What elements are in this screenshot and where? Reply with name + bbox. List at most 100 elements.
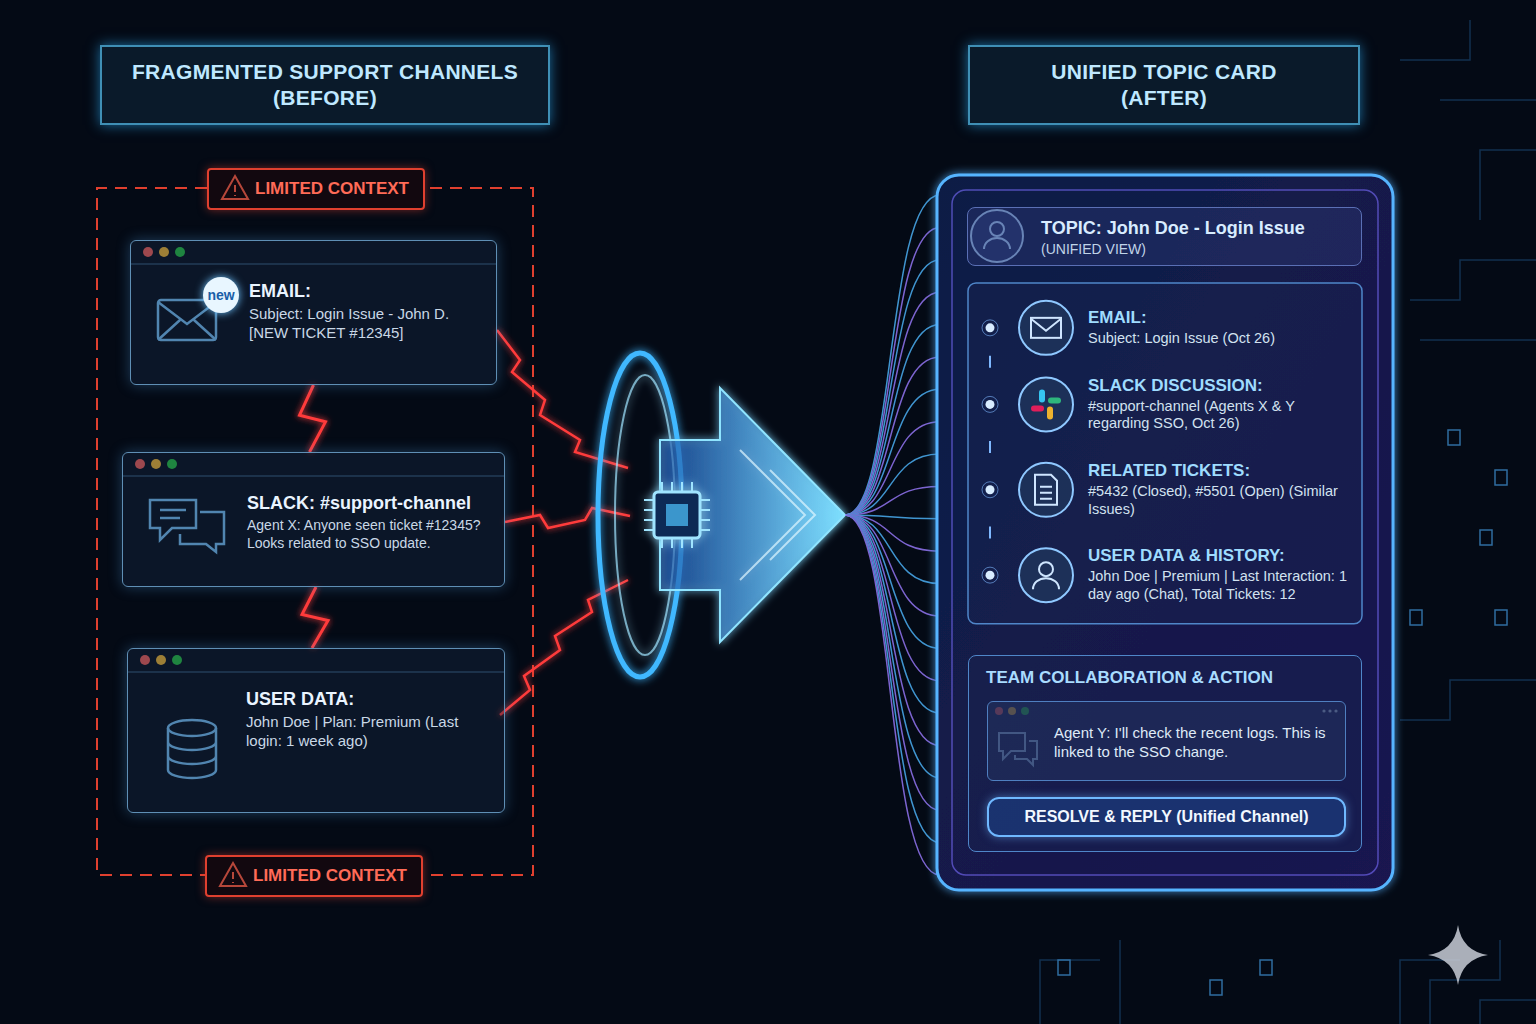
- item-icon: [1019, 377, 1073, 431]
- content-panel: [968, 283, 1362, 624]
- heading-text: USER DATA & HISTORY:: [1088, 546, 1354, 566]
- item-glyph: [1035, 475, 1057, 505]
- processor-chip: [654, 492, 700, 538]
- channel-card: SLACK: #support-channelAgent X: Anyone s…: [122, 452, 505, 587]
- heading-text: UNIFIED TOPIC CARD (AFTER): [1025, 59, 1303, 110]
- heading-text: Agent Y: I'll check the recent logs. Thi…: [1054, 724, 1335, 762]
- topic-header: TOPIC: John Doe - Login Issue (UNIFIED VI…: [967, 207, 1362, 266]
- broken-links: [497, 330, 630, 715]
- timeline-dot: [982, 320, 998, 336]
- chat-message: Agent Y: I'll check the recent logs. Thi…: [987, 701, 1346, 781]
- broken-link: [302, 587, 328, 648]
- body-text: John Doe | Plan: Premium (Last login: 1 …: [246, 713, 494, 751]
- body-text: #support-channel (Agents X & Y regarding…: [1088, 398, 1354, 433]
- broken-links: [500, 580, 628, 715]
- fiber: [845, 454, 940, 515]
- fiber: [845, 422, 940, 515]
- timeline-rail: [989, 526, 991, 538]
- data-fibers: [845, 195, 940, 875]
- fiber: [845, 389, 940, 515]
- timeline-rail: [989, 441, 991, 453]
- body-text: John Doe | Premium | Last Interaction: 1…: [1088, 568, 1354, 603]
- body-text: Subject: Login Issue - John D. [NEW TICK…: [249, 305, 486, 343]
- unified-card-frame: [937, 175, 1393, 890]
- body-text: #5432 (Closed), #5501 (Open) (Similar Is…: [1088, 483, 1354, 518]
- action-button: RESOLVE & REPLY (Unified Channel): [987, 797, 1346, 837]
- timeline-dot: [986, 400, 995, 409]
- fiber: [845, 292, 940, 515]
- item-glyph: [1039, 562, 1053, 576]
- broken-link: [300, 385, 326, 452]
- item-glyph: [1035, 475, 1057, 505]
- item-glyph: [1031, 319, 1061, 331]
- item-glyph: [1031, 389, 1061, 419]
- item-glyph: [1047, 406, 1053, 419]
- processor-chip: [644, 482, 710, 548]
- heading-text: LIMITED CONTEXT: [253, 866, 407, 886]
- heading-text: TOPIC: John Doe - Login Issue: [1041, 218, 1351, 239]
- fiber: [845, 486, 940, 515]
- item-glyph: [1033, 562, 1059, 589]
- fiber: [845, 515, 940, 843]
- item-glyph: [1039, 389, 1045, 402]
- portal: [598, 353, 845, 677]
- timeline-item: RELATED TICKETS:#5432 (Closed), #5501 (O…: [978, 453, 1362, 526]
- doc-glyphs: [1495, 470, 1507, 485]
- broken-links: [505, 508, 630, 528]
- doc-glyphs: [1210, 980, 1222, 995]
- processor-chip: [666, 504, 688, 526]
- heading-text: EMAIL:: [249, 281, 486, 302]
- item-glyph: [1048, 397, 1061, 403]
- body-text: Agent X: Anyone seen ticket #12345? Look…: [247, 517, 494, 552]
- body-text: Subject: Login Issue (Oct 26): [1088, 330, 1354, 348]
- warning-tag: LIMITED CONTEXT: [205, 855, 423, 897]
- warning-tag: LIMITED CONTEXT: [207, 168, 425, 210]
- timeline-item: USER DATA & HISTORY:John Doe | Premium |…: [978, 538, 1362, 611]
- fiber: [845, 515, 940, 778]
- fiber: [845, 515, 940, 810]
- item-icon: [1019, 301, 1073, 355]
- heading-text: SLACK DISCUSSION:: [1088, 376, 1354, 396]
- new-badge: new: [203, 277, 239, 313]
- heading-text: RELATED TICKETS:: [1088, 461, 1354, 481]
- unified-card-frame: [952, 190, 1378, 875]
- timeline-dot: [986, 571, 995, 580]
- item-glyph: [1040, 487, 1052, 499]
- item-icon: [1019, 548, 1073, 602]
- sparkle: [1428, 925, 1488, 985]
- timeline-dot: [982, 396, 998, 412]
- heading-text: LIMITED CONTEXT: [255, 179, 409, 199]
- item-glyph: [1033, 578, 1059, 589]
- header-banner: UNIFIED TOPIC CARD (AFTER): [968, 45, 1360, 125]
- channel-card: USER DATA: John Doe | Plan: Premium (Last…: [127, 648, 505, 813]
- heading-text: EMAIL:: [1088, 308, 1354, 328]
- timeline-rail: [989, 356, 991, 368]
- doc-glyphs: [1058, 960, 1070, 975]
- heading-text: USER DATA:: [246, 689, 494, 710]
- timeline-dot: [982, 482, 998, 498]
- body-text: (UNIFIED VIEW): [1041, 241, 1351, 257]
- processor-chip: [644, 482, 710, 548]
- collab-panel: TEAM COLLABORATION & ACTIONAgent Y: I'll…: [968, 655, 1362, 852]
- heading-text: new: [207, 287, 234, 303]
- fiber: [845, 227, 940, 515]
- heading-text: SLACK: #support-channel: [247, 493, 494, 514]
- header-banner: FRAGMENTED SUPPORT CHANNELS (BEFORE): [100, 45, 550, 125]
- doc-glyphs: [1260, 960, 1272, 975]
- unified-card-frame: [937, 175, 1393, 890]
- item-glyph: [1031, 318, 1061, 338]
- heading-text: FRAGMENTED SUPPORT CHANNELS (BEFORE): [118, 59, 532, 110]
- doc-glyphs: [1495, 610, 1507, 625]
- item-glyph: [1031, 318, 1061, 338]
- fiber: [845, 515, 940, 648]
- item-glyph: [1031, 405, 1044, 411]
- circuit-background: [1400, 20, 1536, 220]
- fiber: [845, 515, 940, 616]
- item-icon: [1019, 463, 1073, 517]
- fiber: [845, 325, 940, 515]
- fiber: [845, 195, 940, 515]
- fiber: [845, 515, 940, 875]
- doc-glyphs: [1410, 610, 1422, 625]
